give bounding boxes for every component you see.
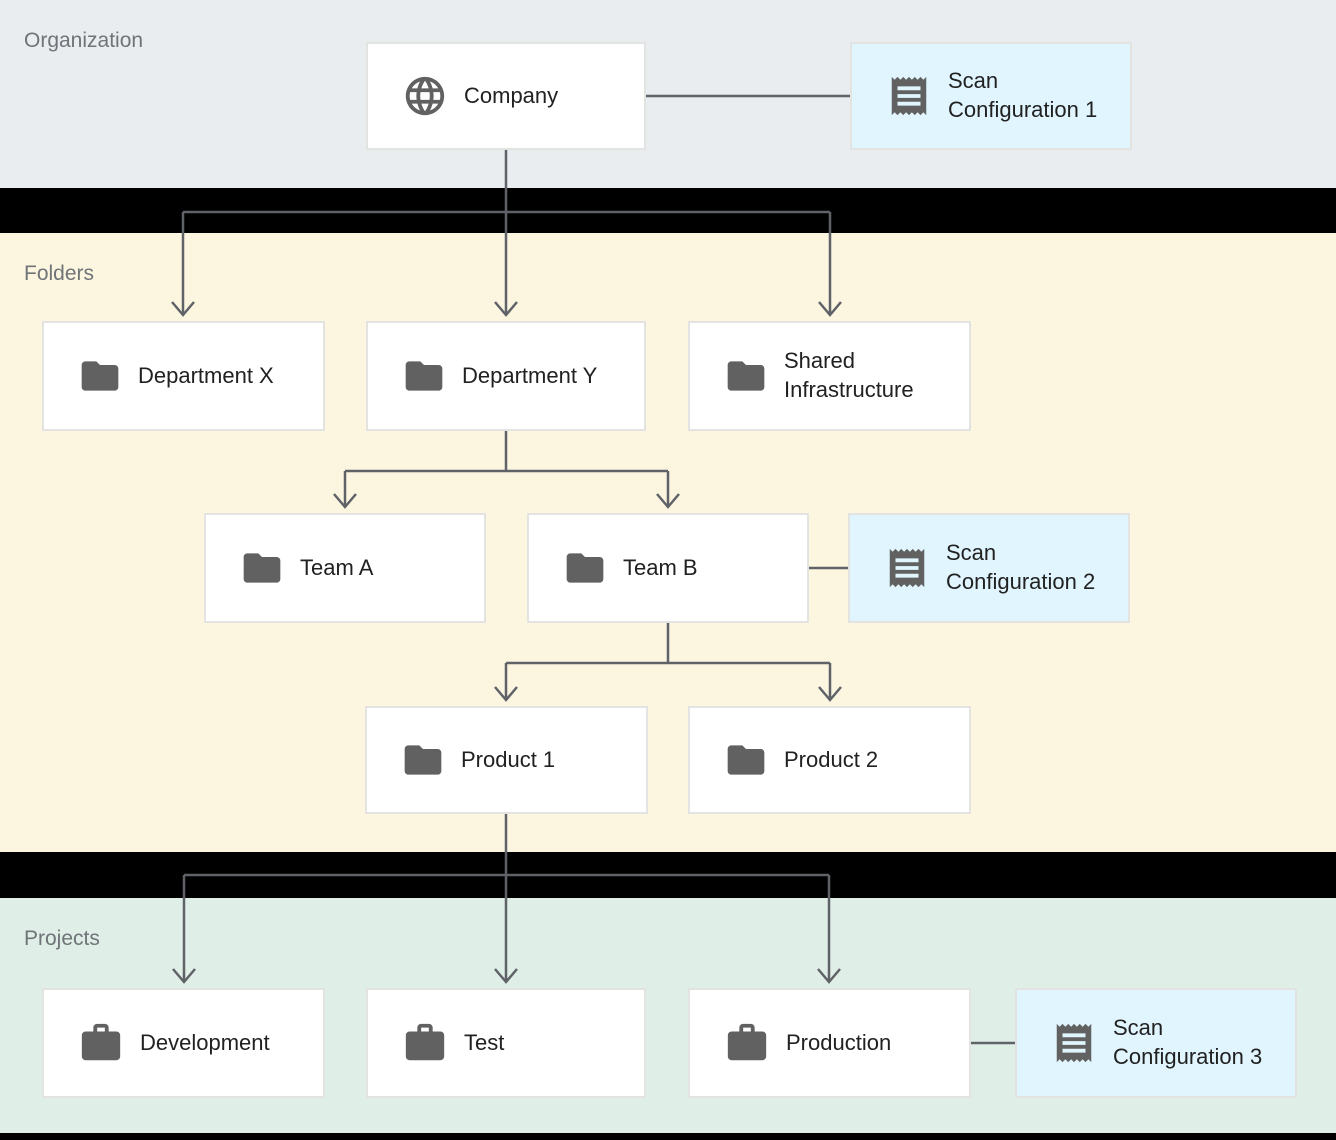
node-team-b: Team B xyxy=(527,513,809,623)
arrowhead xyxy=(494,686,518,702)
arrowhead xyxy=(172,968,196,984)
arrowhead xyxy=(171,301,195,317)
node-label: Shared Infrastructure xyxy=(784,348,914,402)
arrowhead xyxy=(656,493,680,509)
briefcase-icon xyxy=(724,1020,770,1066)
briefcase-icon xyxy=(402,1020,448,1066)
receipt-icon xyxy=(886,73,932,119)
node-label: Test xyxy=(464,1029,505,1055)
projects-band-label: Projects xyxy=(24,927,100,950)
arrowhead xyxy=(818,686,842,702)
node-product-1: Product 1 xyxy=(365,706,648,814)
folder-icon xyxy=(401,738,445,782)
node-label: Department X xyxy=(138,362,274,388)
edge-group-team-b-to-products xyxy=(494,623,842,702)
node-label: Production xyxy=(786,1029,892,1055)
receipt-icon xyxy=(1051,1020,1097,1066)
node-team-a: Team A xyxy=(204,513,486,623)
node-test: Test xyxy=(366,988,646,1098)
node-label: Team A xyxy=(300,554,374,580)
node-company: Company xyxy=(366,42,646,150)
folders-band-label: Folders xyxy=(24,262,95,285)
folder-icon xyxy=(724,354,768,398)
node-production: Production xyxy=(688,988,971,1098)
arrowhead xyxy=(818,301,842,317)
node-product-2: Product 2 xyxy=(688,706,971,814)
node-scan-configuration-3: Scan Configuration 3 xyxy=(1015,988,1297,1098)
node-scan-configuration-1: Scan Configuration 1 xyxy=(850,42,1132,150)
arrowhead xyxy=(817,968,841,984)
arrowhead xyxy=(494,968,518,984)
briefcase-icon xyxy=(78,1020,124,1066)
node-label: Scan Configuration 3 xyxy=(1113,1015,1263,1069)
node-label: Department Y xyxy=(462,362,598,388)
arrowhead xyxy=(494,301,518,317)
folder-icon xyxy=(240,546,284,590)
node-label: Scan Configuration 2 xyxy=(946,540,1096,594)
node-label: Company xyxy=(464,82,559,108)
node-label: Product 2 xyxy=(784,746,879,772)
arrowhead xyxy=(333,493,357,509)
organization-band-label: Organization xyxy=(24,29,144,52)
edge-group-department-y-to-teams xyxy=(333,431,680,509)
node-department-y: Department Y xyxy=(366,321,646,431)
receipt-icon xyxy=(884,545,930,591)
folder-icon xyxy=(402,354,446,398)
globe-icon xyxy=(402,73,448,119)
node-scan-configuration-2: Scan Configuration 2 xyxy=(848,513,1130,623)
node-label: Product 1 xyxy=(461,746,556,772)
folder-icon xyxy=(724,738,768,782)
edge-group-product-1-to-projects xyxy=(172,814,841,984)
node-label: Scan Configuration 1 xyxy=(948,68,1098,122)
node-shared-infrastructure: Shared Infrastructure xyxy=(688,321,971,431)
folder-icon xyxy=(78,354,122,398)
folder-icon xyxy=(563,546,607,590)
node-development: Development xyxy=(42,988,325,1098)
edge-group-company-to-departments xyxy=(171,150,842,317)
node-label: Team B xyxy=(623,554,698,580)
node-department-x: Department X xyxy=(42,321,325,431)
node-label: Development xyxy=(140,1029,270,1055)
